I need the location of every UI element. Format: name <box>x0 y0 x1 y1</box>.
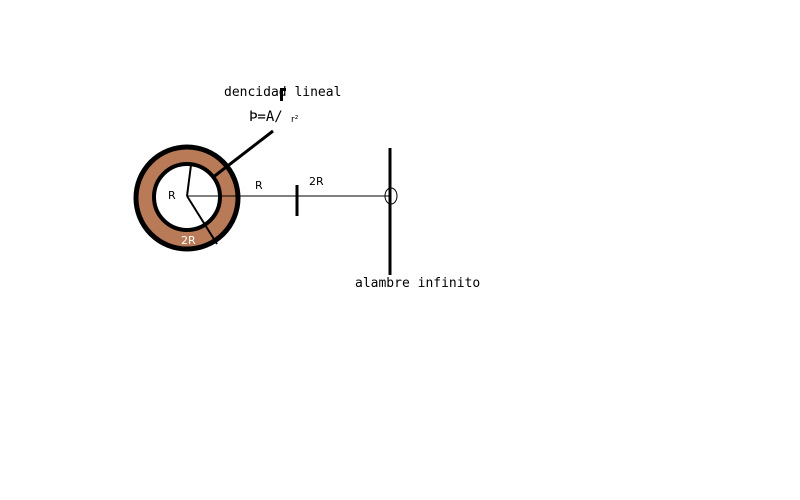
gap-distance-label: R <box>255 179 263 192</box>
wire-distance-label: 2R <box>309 175 324 188</box>
outer-radius-label: 2R <box>181 234 196 247</box>
annotation-mark <box>280 89 283 101</box>
density-leader-line <box>211 129 274 180</box>
density-formula-r: r² <box>291 115 299 125</box>
inner-radius-line <box>186 164 192 197</box>
density-title: dencidad lineal <box>224 85 341 100</box>
inner-radius-label: R <box>168 189 176 202</box>
wire-label: alambre infinito <box>355 276 480 291</box>
annotation-mark-top <box>280 88 286 91</box>
density-formula: Þ=A/ <box>249 109 283 125</box>
outer-radius-line <box>186 195 218 245</box>
wire-cross-section <box>384 187 398 205</box>
